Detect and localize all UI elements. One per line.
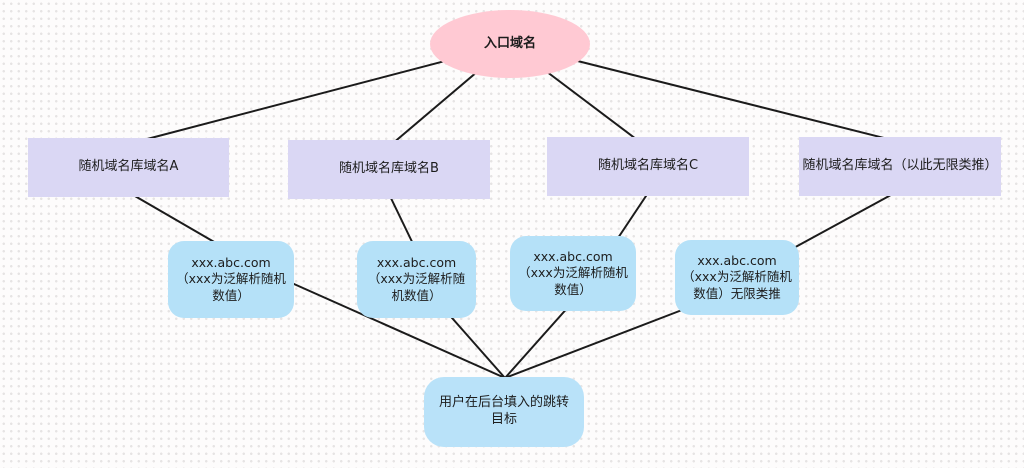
connector-pool-a-to-sub-1 <box>127 191 229 251</box>
subdomain-4-note: （xxx为泛解析随机数值）无限类推 <box>682 269 792 301</box>
subdomain-2-note: （xxx为泛解析随机数值） <box>367 271 466 303</box>
subdomain-2-domain: xxx.abc.com <box>376 255 457 271</box>
connector-sub-3-to-target <box>504 304 571 379</box>
subdomain-1-domain: xxx.abc.com <box>191 255 271 271</box>
domain-pool-d-node: 随机域名库域名（以此无限类推） <box>799 137 1001 196</box>
connector-pool-d-to-sub-4 <box>789 189 901 251</box>
subdomain-3-domain: xxx.abc.com <box>533 249 613 265</box>
domain-pool-a-label: 随机域名库域名A <box>78 159 179 175</box>
domain-pool-d-label: 随机域名库域名（以此无限类推） <box>802 158 998 174</box>
subdomain-1-note: （xxx为泛解析随机数值） <box>176 271 286 303</box>
entry-domain-label: 入口域名 <box>483 35 536 51</box>
subdomain-2-node: xxx.abc.com （xxx为泛解析随机数值） <box>357 241 476 318</box>
subdomain-4-domain: xxx.abc.com <box>697 253 777 269</box>
entry-domain-node: 入口域名 <box>430 10 590 78</box>
domain-pool-a-node: 随机域名库域名A <box>28 138 229 197</box>
subdomain-3-node: xxx.abc.com （xxx为泛解析随机数值） <box>510 236 636 311</box>
domain-pool-b-label: 随机域名库域名B <box>339 161 439 177</box>
redirect-target-label: 用户在后台填入的跳转目标 <box>438 395 569 427</box>
subdomain-4-node: xxx.abc.com （xxx为泛解析随机数值）无限类推 <box>675 240 799 315</box>
subdomain-1-node: xxx.abc.com （xxx为泛解析随机数值） <box>168 241 294 318</box>
domain-pool-b-node: 随机域名库域名B <box>288 140 490 199</box>
connector-pool-c-to-sub-3 <box>613 189 651 245</box>
connector-sub-1-to-target <box>284 279 506 379</box>
domain-pool-c-label: 随机域名库域名C <box>597 158 699 174</box>
redirect-target-node: 用户在后台填入的跳转目标 <box>424 377 584 447</box>
subdomain-3-note: （xxx为泛解析随机数值） <box>518 265 628 297</box>
connector-pool-b-to-sub-2 <box>387 191 417 251</box>
domain-pool-c-node: 随机域名库域名C <box>547 137 749 196</box>
connector-sub-4-to-target <box>504 309 683 379</box>
connector-sub-2-to-target <box>444 309 506 379</box>
